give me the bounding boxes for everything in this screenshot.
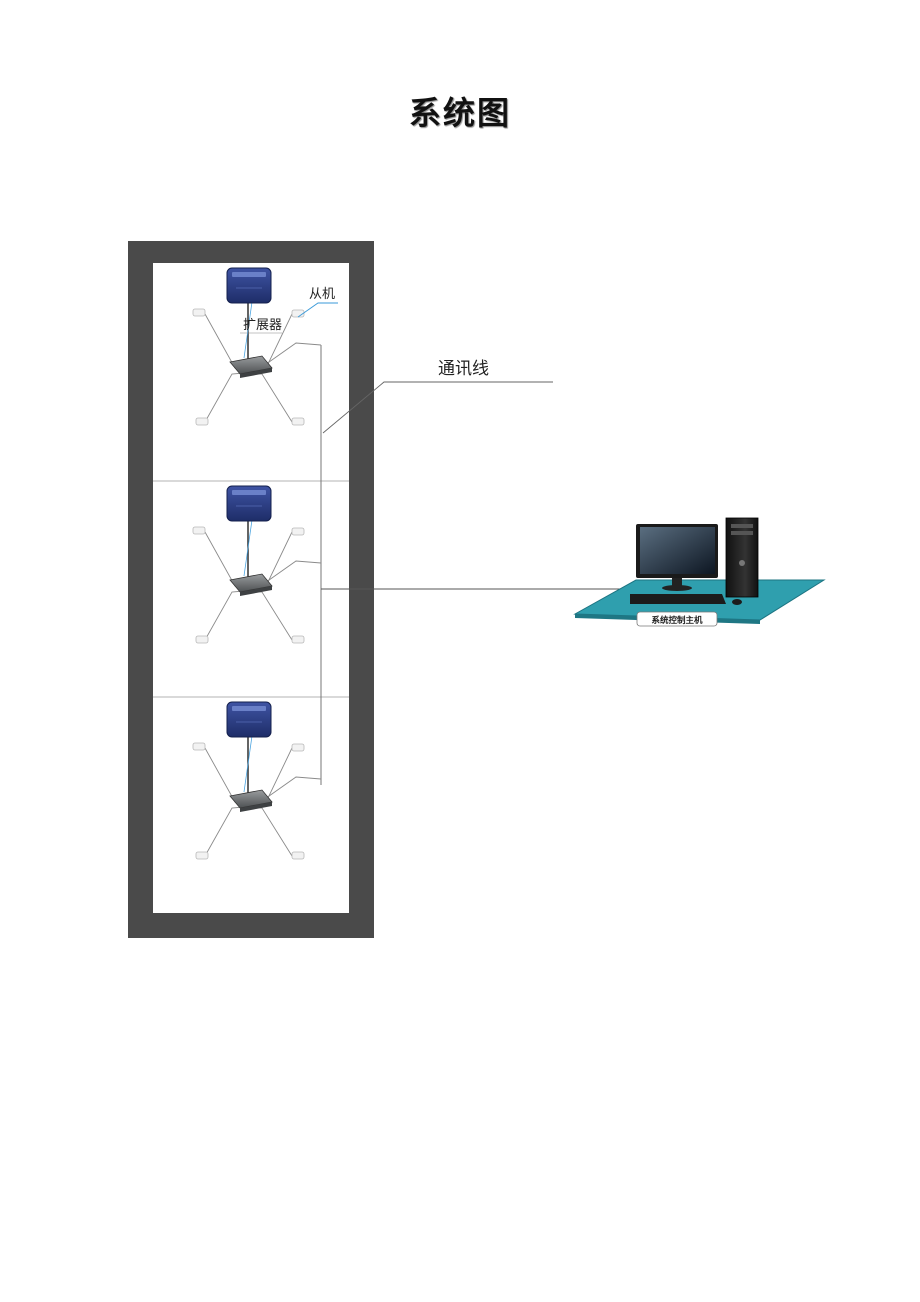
control-host-station: 系统控制主机 (573, 517, 826, 627)
expander-unit (229, 789, 273, 812)
expander-unit (229, 355, 273, 378)
computer-tower (725, 517, 759, 598)
floor-unit-2 (192, 485, 322, 644)
mouse (732, 599, 742, 605)
page-title: 系统图 (408, 94, 511, 132)
monitor (636, 524, 718, 591)
comm-line-label: 通讯线 (438, 359, 489, 379)
keyboard (630, 594, 726, 604)
sensor-nodes (192, 742, 305, 860)
slave-callout-line (297, 302, 338, 318)
sensor-nodes (192, 308, 305, 426)
slave-unit (226, 485, 272, 522)
comm-line-callout (322, 381, 553, 434)
slave-label: 从机 (309, 287, 335, 302)
host-label: 系统控制主机 (651, 615, 703, 626)
floor-unit-1 (192, 267, 322, 426)
floor-unit-3 (192, 701, 322, 860)
slave-unit (226, 267, 272, 304)
expander-label: 扩展器 (243, 318, 282, 333)
sensor-nodes (192, 526, 305, 644)
slave-unit (226, 701, 272, 738)
expander-unit (229, 573, 273, 596)
